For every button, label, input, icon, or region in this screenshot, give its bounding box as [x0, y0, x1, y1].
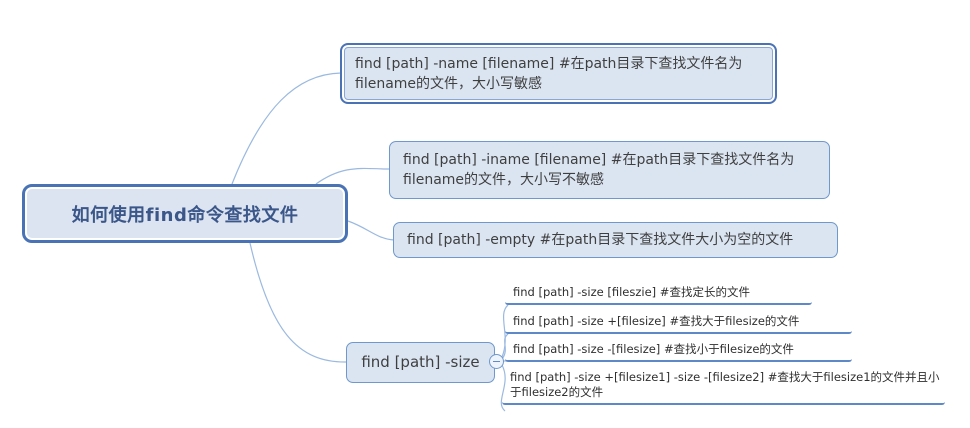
size-child-fixed[interactable]: find [path] -size [fileszie] #查找定长的文件 [505, 285, 812, 306]
branch-node-iname[interactable]: find [path] -iname [filename] #在path目录下查… [389, 141, 830, 199]
size-child-greater[interactable]: find [path] -size +[filesize] #查找大于files… [505, 314, 852, 335]
root-node[interactable]: 如何使用find命令查找文件 [22, 184, 348, 243]
connector-root-iname [315, 167, 391, 185]
branch-node-empty[interactable]: find [path] -empty #在path目录下查找文件大小为空的文件 [393, 222, 838, 258]
branch-node-size[interactable]: find [path] -size [346, 342, 495, 383]
collapse-toggle[interactable] [489, 354, 504, 369]
connector-root-empty [347, 220, 395, 241]
connector-root-size [249, 242, 348, 363]
size-child-less[interactable]: find [path] -size -[filesize] #查找小于files… [505, 342, 852, 363]
minus-icon [493, 361, 500, 362]
branch-node-name[interactable]: find [path] -name [filename] #在path目录下查找… [340, 43, 777, 104]
size-child-range[interactable]: find [path] -size +[filesize1] -size -[f… [502, 370, 945, 406]
connector-root-name [231, 72, 342, 185]
